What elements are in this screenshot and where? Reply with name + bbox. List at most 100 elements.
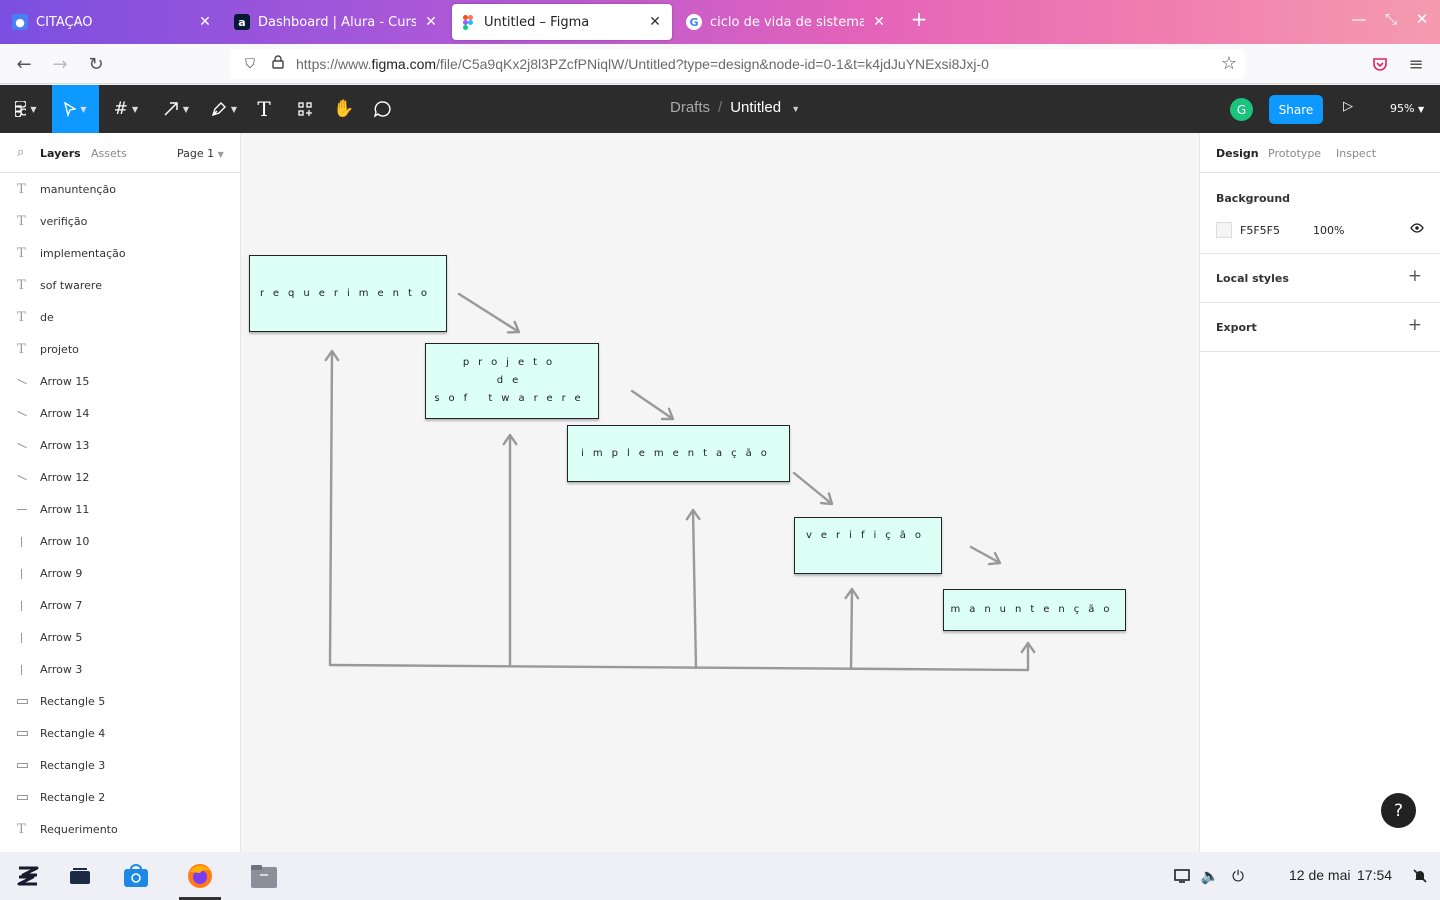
notifications-muted-icon[interactable] [1406,862,1434,890]
eye-icon[interactable] [1410,222,1424,237]
reload-icon[interactable]: ↻ [88,53,104,75]
background-opacity[interactable]: 100% [1313,224,1345,237]
firefox-icon[interactable] [185,862,215,890]
main-menu-button[interactable]: ▼ [0,85,52,133]
layer-name: Arrow 3 [40,662,83,676]
feedback-arrow[interactable] [844,587,860,671]
background-color-swatch[interactable] [1216,222,1232,238]
layer-row[interactable]: Rectangle 2 [0,781,240,813]
comment-tool-button[interactable] [371,85,395,133]
tab-layers[interactable]: Layers [40,147,81,160]
layer-row[interactable]: Arrow 11 [0,493,240,525]
forward-icon[interactable]: → [52,53,68,75]
layer-row[interactable]: Arrow 14 [0,397,240,429]
share-button[interactable]: Share [1269,95,1323,124]
box-verificacao[interactable]: verifição [794,517,942,574]
software-store-icon[interactable] [122,862,150,890]
tab-design[interactable]: Design [1216,147,1259,160]
volume-icon[interactable]: 🔈 [1200,867,1220,885]
pocket-icon[interactable] [1368,52,1392,76]
browser-tab-google[interactable]: G ciclo de vida de sistema - ✕ [678,4,896,40]
layer-row[interactable]: Arrow 10 [0,525,240,557]
step-arrow[interactable] [792,471,834,506]
page-selector[interactable]: Page 1 ▼ [177,147,224,160]
feedback-arrow[interactable] [324,349,340,667]
menu-icon[interactable]: ≡ [1408,53,1424,75]
move-tool-button[interactable]: ▼ [52,85,99,133]
zorin-menu-icon[interactable] [14,862,42,890]
layer-row[interactable]: Arrow 9 [0,557,240,589]
present-play-icon[interactable]: ▷ [1343,99,1353,114]
workspaces-icon[interactable] [66,862,94,890]
add-style-icon[interactable]: + [1407,266,1422,286]
browser-tab-citacao[interactable]: ● CITAÇÃO ✕ [4,4,222,40]
avatar[interactable]: G [1230,98,1253,121]
zoom-dropdown[interactable]: 95% ▼ [1390,102,1425,115]
feedback-baseline[interactable] [328,663,1030,672]
back-icon[interactable]: ← [16,53,32,75]
lock-icon[interactable] [268,55,288,73]
restore-icon[interactable]: ⤡ [1384,10,1397,28]
layer-row[interactable]: Arrow 7 [0,589,240,621]
background-hex[interactable]: F5F5F5 [1240,224,1280,237]
screen-icon[interactable] [1168,862,1196,890]
close-tab-icon[interactable]: ✕ [425,14,437,30]
step-arrow[interactable] [969,545,1002,566]
file-name[interactable]: Untitled [730,99,782,116]
new-tab-icon[interactable]: + [910,7,928,31]
taskbar-time[interactable]: 17:54 [1357,867,1393,883]
close-tab-icon[interactable]: ✕ [649,14,661,30]
layer-row[interactable]: Rectangle 5 [0,685,240,717]
feedback-arrow[interactable] [1020,641,1036,672]
box-projeto-de-software[interactable]: projeto de sof twarere [425,343,599,419]
files-icon[interactable] [250,862,278,890]
close-window-icon[interactable]: ✕ [1415,10,1429,28]
step-arrow[interactable] [630,389,675,421]
box-implementacao[interactable]: implementação [567,425,790,482]
tab-inspect[interactable]: Inspect [1336,147,1377,160]
layer-row[interactable]: Arrow 3 [0,653,240,685]
shield-icon[interactable]: ⛉ [245,56,255,72]
text-tool-button[interactable]: T [252,85,276,133]
browser-tab-alura[interactable]: a Dashboard | Alura - Curso ✕ [226,4,448,40]
minimize-icon[interactable]: — [1351,10,1367,28]
taskbar-date[interactable]: 12 de mai [1289,867,1351,883]
close-tab-icon[interactable]: ✕ [199,14,211,30]
feedback-arrow[interactable] [502,433,518,668]
chevron-down-icon[interactable]: ▼ [791,104,801,114]
tab-assets[interactable]: Assets [91,147,127,160]
tab-prototype[interactable]: Prototype [1268,147,1322,160]
box-requerimento[interactable]: requerimento [249,255,447,332]
layer-row[interactable]: Rectangle 3 [0,749,240,781]
shape-tool-button[interactable]: ▼ [155,85,197,133]
hand-tool-button[interactable]: ✋ [332,85,356,133]
feedback-arrow[interactable] [685,508,701,670]
design-canvas[interactable]: requerimento projeto de sof twarere impl… [241,133,1199,852]
close-tab-icon[interactable]: ✕ [873,14,885,30]
resources-tool-button[interactable] [293,85,317,133]
search-icon[interactable]: ⌕ [17,145,25,160]
url-bar[interactable]: ⛉ https://www.figma.com/file/C5a9qKx2j8l… [230,49,1245,79]
bookmark-star-icon[interactable]: ☆ [1220,52,1238,74]
browser-tab-figma[interactable]: Untitled – Figma ✕ [452,4,672,40]
breadcrumb-drafts[interactable]: Drafts [670,99,711,116]
layer-row[interactable]: Rectangle 4 [0,717,240,749]
pen-tool-button[interactable]: ▼ [203,85,245,133]
layer-row[interactable]: Arrow 15 [0,365,240,397]
step-arrow[interactable] [457,292,521,334]
power-icon[interactable]: ⏻ [1232,867,1244,885]
box-manutencao[interactable]: manuntenção [943,589,1126,631]
layer-row[interactable]: Arrow 13 [0,429,240,461]
layer-row[interactable]: Arrow 12 [0,461,240,493]
layer-row[interactable]: Arrow 5 [0,621,240,653]
add-export-icon[interactable]: + [1407,315,1422,335]
frame-tool-button[interactable]: #▼ [105,85,147,133]
help-button[interactable]: ? [1381,793,1416,828]
